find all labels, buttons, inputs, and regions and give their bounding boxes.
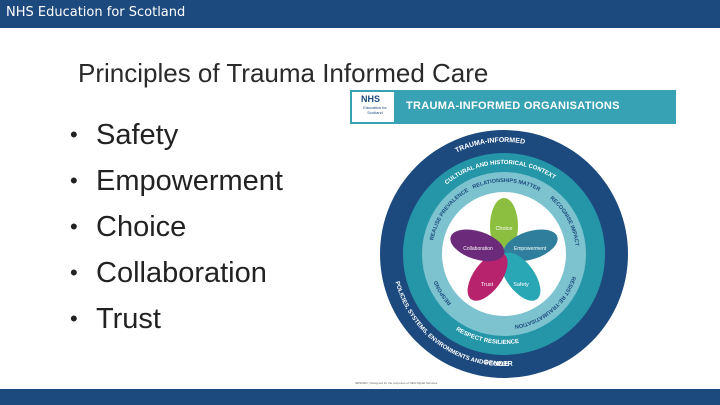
outer-ring-label-gender: GENDER (483, 359, 513, 368)
nhs-logo-mark: NHS (361, 94, 381, 104)
bullet-icon: • (70, 214, 78, 239)
bullet-item: • Empowerment (70, 158, 283, 204)
bullet-icon: • (70, 260, 78, 285)
petal-safety (500, 252, 541, 301)
bullet-list: • Safety • Empowerment • Choice • Collaborat… (70, 112, 283, 342)
petal-trust (467, 252, 508, 301)
bullet-item: • Safety (70, 112, 283, 158)
slide-title: Principles of Trauma Informed Care (78, 58, 489, 88)
petal-label-trust: Trust (481, 282, 494, 288)
bullet-item: • Choice (70, 204, 283, 250)
bullet-text: Empowerment (96, 164, 283, 197)
banner-title: TRAUMA-INFORMED ORGANISATIONS (406, 100, 620, 112)
figure-banner: NHS Education for Scotland TRAUMA-INFORM… (350, 90, 676, 124)
petal-empowerment (503, 229, 558, 262)
bullet-item: • Trust (70, 296, 283, 342)
figure-credit: NES0001 | Designed for the purposes of N… (355, 381, 438, 385)
bullet-icon: • (70, 122, 78, 147)
bullet-text: Collaboration (96, 256, 267, 289)
bullet-icon: • (70, 306, 78, 331)
bullet-icon: • (70, 168, 78, 193)
petal-group (450, 198, 558, 301)
petal-choice (490, 198, 518, 254)
header-bar: NHS Education for Scotland (0, 0, 720, 28)
organization-name: NHS Education for Scotland (6, 5, 186, 20)
nhs-logo-subtext: Education for Scotland (363, 105, 387, 115)
petal-label-empowerment: Empowerment (514, 246, 547, 252)
footer-bar (0, 389, 720, 405)
bullet-text: Choice (96, 210, 187, 243)
bullet-item: • Collaboration (70, 250, 283, 296)
petal-label-choice: Choice (495, 226, 512, 232)
nhs-logo: NHS Education for Scotland (350, 90, 396, 124)
trauma-informed-wheel: TRAUMA-INFORMED GENDER POLICIES, SYSTEMS… (380, 130, 628, 378)
petal-label-collaboration: Collaboration (463, 246, 493, 252)
bullet-text: Safety (96, 118, 179, 151)
petal-label-safety: Safety (513, 282, 529, 288)
bullet-text: Trust (96, 302, 161, 335)
petal-collaboration (450, 229, 505, 262)
